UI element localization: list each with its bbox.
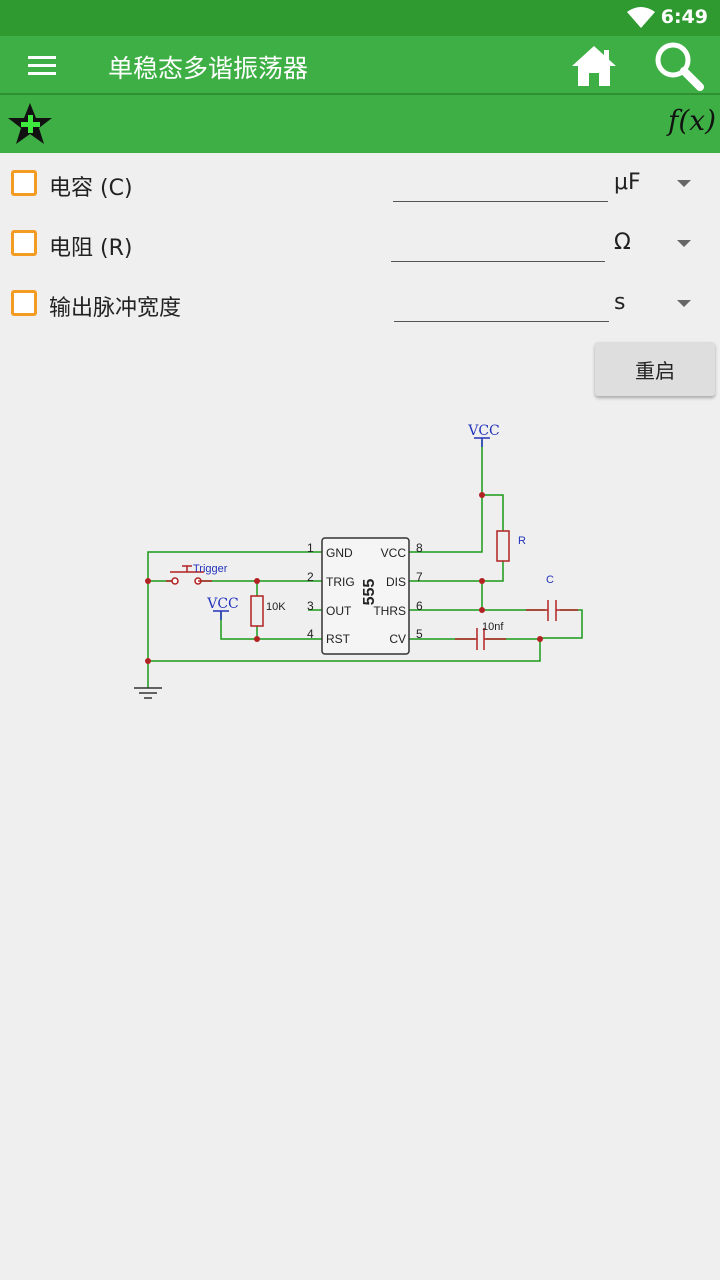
pulse-width-unit-select[interactable]: s: [610, 286, 710, 322]
capacitor-c: [526, 600, 578, 621]
resistor-r: [496, 530, 510, 562]
pin-1-num: 1: [307, 541, 314, 555]
pin-2-name: TRIG: [326, 575, 355, 589]
pin-5-name: CV: [389, 632, 406, 646]
pulse-width-unit: s: [614, 290, 626, 315]
trigger-switch: [166, 565, 212, 585]
status-time: 6:49: [660, 6, 708, 28]
capacitance-label: 电容 (C): [49, 176, 133, 201]
pulse-width-label: 输出脉冲宽度: [49, 296, 182, 321]
add-favorite-icon[interactable]: [6, 101, 54, 147]
ground-symbol: [134, 687, 162, 699]
resistance-checkbox[interactable]: [11, 230, 37, 256]
vcc-top-supply: VCC: [467, 423, 500, 447]
toolbar: f(x): [0, 93, 720, 153]
vcc-left-supply: VCC: [206, 596, 239, 620]
pin-4-name: RST: [326, 632, 351, 646]
ic-right-pins: 8 VCC 7 DIS 6 THRS 5 CV: [373, 541, 423, 646]
pin-4-num: 4: [307, 627, 314, 641]
capacitor-10nf-label: 10nf: [482, 621, 504, 633]
dropdown-arrow-icon: [677, 240, 691, 247]
resistor-10k: [250, 595, 264, 627]
capacitor-10nf: [455, 628, 506, 650]
pin-5-num: 5: [416, 627, 423, 641]
capacitance-input[interactable]: [393, 172, 608, 202]
vcc-top-label: VCC: [467, 423, 500, 439]
param-row-capacitance: 电容 (C) μF: [0, 156, 720, 212]
pin-1-name: GND: [326, 546, 353, 560]
pin-8-name: VCC: [381, 546, 407, 560]
capacitance-unit-select[interactable]: μF: [610, 166, 710, 202]
resistor-r-label: R: [518, 535, 526, 547]
capacitor-c-label: C: [546, 574, 554, 586]
pin-7-name: DIS: [386, 575, 406, 589]
reset-button[interactable]: 重启: [595, 342, 715, 396]
ic-555-body: [321, 537, 410, 655]
ic-left-pins: 1 GND 2 TRIG 3 OUT 4 RST: [307, 541, 355, 646]
resistance-label: 电阻 (R): [49, 236, 133, 261]
trigger-label: Trigger: [193, 563, 228, 575]
menu-icon[interactable]: [22, 50, 62, 80]
pin-8-num: 8: [416, 541, 423, 555]
resistance-unit: Ω: [614, 230, 631, 255]
dropdown-arrow-icon: [677, 300, 691, 307]
pulse-width-input[interactable]: [394, 292, 609, 322]
capacitance-unit: μF: [614, 170, 641, 195]
formula-button[interactable]: f(x): [667, 104, 716, 137]
resistance-unit-select[interactable]: Ω: [610, 226, 710, 262]
resistance-input[interactable]: [391, 232, 605, 262]
dropdown-arrow-icon: [677, 180, 691, 187]
param-row-resistance: 电阻 (R) Ω: [0, 216, 720, 272]
search-icon[interactable]: [652, 40, 706, 92]
ic-chip-label: 555: [361, 579, 378, 606]
pin-7-num: 7: [416, 570, 423, 584]
capacitance-checkbox[interactable]: [11, 170, 37, 196]
wifi-icon: [627, 7, 655, 28]
pin-6-num: 6: [416, 599, 423, 613]
app-bar: 单稳态多谐振荡器: [0, 36, 720, 93]
pin-6-name: THRS: [373, 604, 406, 618]
junction-dots: [145, 492, 543, 664]
pin-3-num: 3: [307, 599, 314, 613]
status-bar: 6:49: [0, 0, 720, 36]
resistor-10k-label: 10K: [266, 601, 286, 613]
page-title: 单稳态多谐振荡器: [108, 54, 309, 83]
pin-2-num: 2: [307, 570, 314, 584]
pulse-width-checkbox[interactable]: [11, 290, 37, 316]
home-icon[interactable]: [568, 42, 620, 90]
pin-3-name: OUT: [326, 604, 352, 618]
circuit-diagram: 555 1 GND 2 TRIG 3 OUT 4 RST 8 VCC 7 DIS…: [134, 423, 583, 699]
vcc-left-label: VCC: [206, 596, 239, 612]
param-row-pulse-width: 输出脉冲宽度 s: [0, 276, 720, 332]
